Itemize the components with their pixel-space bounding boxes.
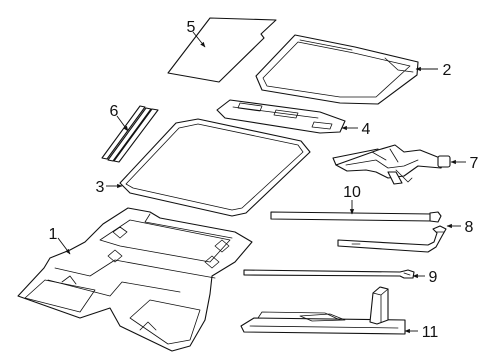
callout-3: 3 xyxy=(96,179,105,196)
callout-6: 6 xyxy=(110,103,119,120)
leader-6 xyxy=(116,115,129,132)
leader-5 xyxy=(192,31,206,48)
lug-wrench xyxy=(337,225,447,253)
seal-strips xyxy=(101,105,159,163)
callout-1: 1 xyxy=(49,226,58,243)
jack-handle-rod xyxy=(270,211,442,223)
gasket-frame xyxy=(119,118,311,217)
callout-8: 8 xyxy=(465,219,474,236)
callout-10: 10 xyxy=(343,184,361,201)
floor-cover-panel xyxy=(167,17,277,83)
underbody-pan xyxy=(17,207,253,352)
scissor-jack xyxy=(332,144,451,185)
callout-11: 11 xyxy=(422,324,439,341)
spare-tire-cover xyxy=(255,34,419,105)
leader-1 xyxy=(57,237,71,255)
callout-9: 9 xyxy=(429,269,438,286)
tool-tray xyxy=(240,286,406,335)
callout-4: 4 xyxy=(362,121,371,138)
callout-5: 5 xyxy=(187,19,196,36)
extension-rod xyxy=(243,269,415,279)
callout-7: 7 xyxy=(470,155,479,172)
callout-2: 2 xyxy=(443,62,452,79)
